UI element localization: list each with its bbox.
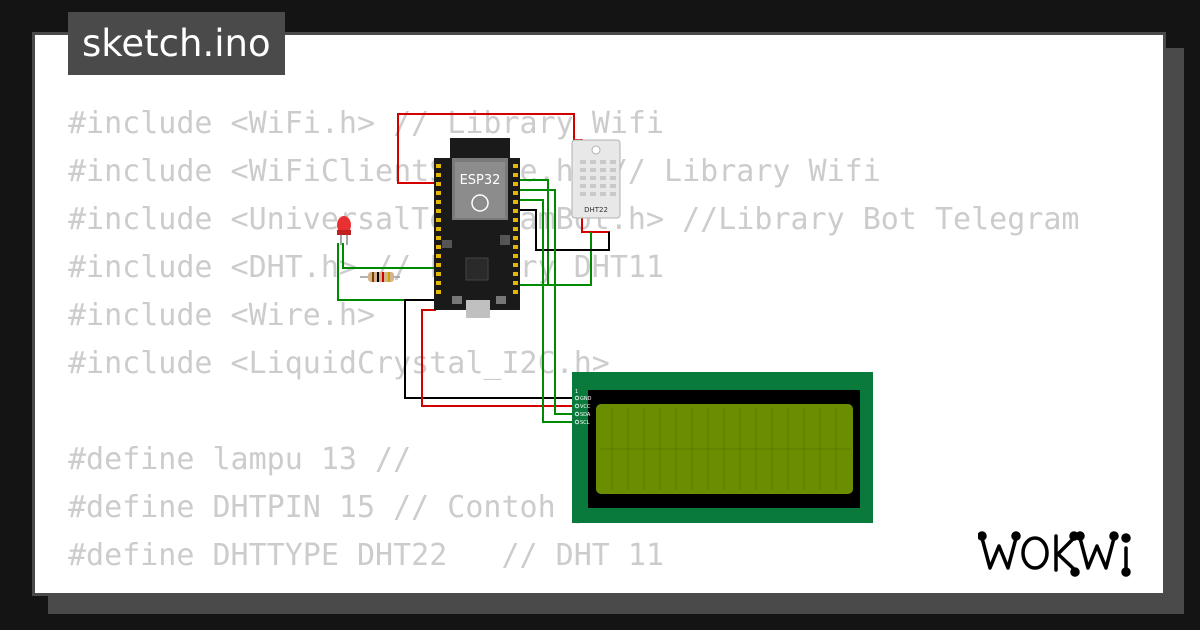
code-line: #define DHTPIN 15 // Contoh pin (68, 490, 628, 525)
code-line: #define lampu 13 // (68, 442, 412, 477)
lcd-pin-label: VCC (580, 404, 591, 410)
esp32-label: ESP32 (460, 173, 501, 188)
lcd-pin-label: GND (580, 396, 592, 402)
code-line: #include <UniversalTelegramBot.h> //Libr… (68, 202, 1080, 237)
code-line: #include <WiFi.h> // Library Wifi (68, 106, 665, 141)
lcd-pin-label: SCL (580, 420, 590, 426)
wire-black-lcd (404, 299, 580, 399)
lcd-pin-label: 1 (575, 389, 578, 395)
wire-green-resistor (337, 243, 436, 301)
filename-label: sketch.ino (82, 22, 271, 65)
esp32-pins-right (513, 164, 518, 294)
wire-red-lcd (421, 309, 580, 407)
wire-black-sensor (518, 209, 610, 251)
code-line: #include <Wire.h> (68, 298, 376, 333)
resistor (360, 272, 400, 282)
lcd-pins: 1 GND VCC SDA SCL (574, 389, 592, 426)
wire-green-sda (518, 189, 580, 415)
code-block: #include <WiFi.h> // Library Wifi #includ… (68, 100, 1079, 580)
esp32-board: ESP32 (434, 138, 520, 318)
code-line: #define DHTTYPE DHT22 // DHT 11 (68, 538, 665, 573)
lcd-pin-label: SDA (580, 412, 591, 418)
dht22-label: DHT22 (584, 206, 608, 214)
wokwi-logo (978, 531, 1131, 577)
filename-tab: sketch.ino (68, 12, 285, 75)
dht22-sensor: DHT22 (571, 139, 621, 219)
led (337, 216, 351, 245)
code-line: #include <LiquidCrystal_I2C.h> (68, 346, 610, 381)
esp32-pins-left (436, 164, 441, 294)
lcd-display: 1 GND VCC SDA SCL (572, 372, 873, 523)
wire-green-scl (518, 199, 580, 423)
wire-green-led (342, 243, 436, 269)
